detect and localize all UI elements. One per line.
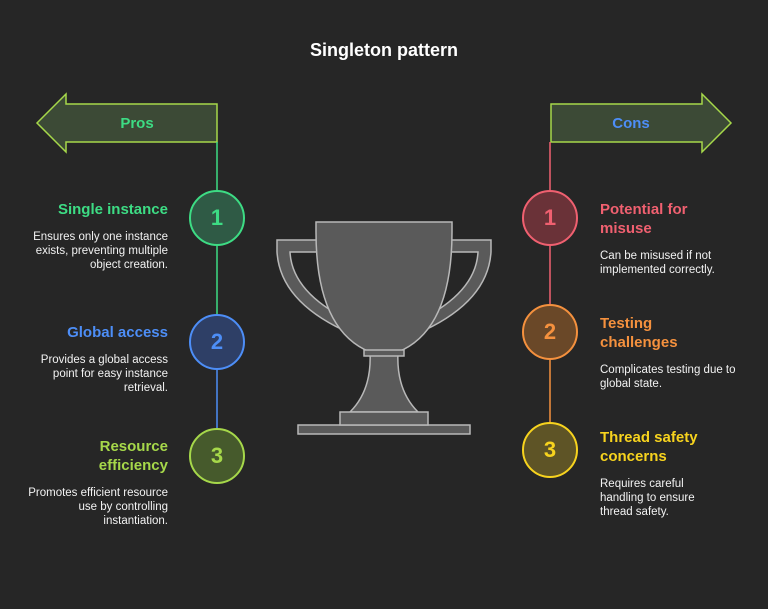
cons-item-3-heading: Thread safety concerns (600, 429, 698, 465)
pros-item-3: Resource efficiency Promotes efficient r… (28, 437, 168, 528)
cons-item-1: Potential for misuse Can be misused if n… (600, 200, 740, 277)
pros-number-3: 3 (210, 443, 224, 468)
pros-item-2-description: Provides a global access point for easy … (40, 354, 168, 394)
pros-circle-3 (189, 428, 245, 484)
cons-number-1: 1 (543, 205, 557, 230)
pros-item-2-heading: Global access (67, 324, 168, 341)
pros-item-1-heading: Single instance (57, 201, 168, 218)
cons-item-1-description: Can be misused if not implemented correc… (600, 250, 715, 276)
cons-item-2-description: Complicates testing due to global state. (600, 364, 736, 390)
cons-item-2-heading: Testing challenges (600, 315, 678, 351)
trophy-icon (276, 221, 492, 435)
cons-item-3-description: Requires careful handling to ensure thre… (600, 478, 695, 518)
arrow-left-icon (35, 92, 218, 154)
pros-item-1: Single instance Ensures only one instanc… (28, 200, 168, 272)
cons-item-2: Testing challenges Complicates testing d… (600, 314, 740, 391)
cons-item-1-heading: Potential for misuse (600, 201, 688, 237)
cons-circle-2 (522, 304, 578, 360)
cons-number-2: 2 (543, 319, 557, 344)
arrow-right-icon (550, 92, 733, 154)
cons-circle-3 (522, 422, 578, 478)
pros-item-3-description: Promotes efficient resource use by contr… (28, 487, 168, 527)
pros-number-2: 2 (210, 329, 224, 354)
cons-item-3: Thread safety concerns Requires careful … (600, 428, 740, 519)
cons-circle-1 (522, 190, 578, 246)
pros-item-1-description: Ensures only one instance exists, preven… (33, 231, 168, 271)
pros-circle-1 (189, 190, 245, 246)
pros-item-3-heading: Resource efficiency (98, 438, 168, 474)
pros-item-2: Global access Provides a global access p… (28, 323, 168, 395)
pros-circle-2 (189, 314, 245, 370)
pros-label: Pros (120, 115, 154, 132)
cons-number-3: 3 (543, 437, 557, 462)
pros-number-1: 1 (210, 205, 224, 230)
page-title: Singleton pattern (310, 40, 458, 60)
cons-label: Cons (612, 115, 650, 132)
